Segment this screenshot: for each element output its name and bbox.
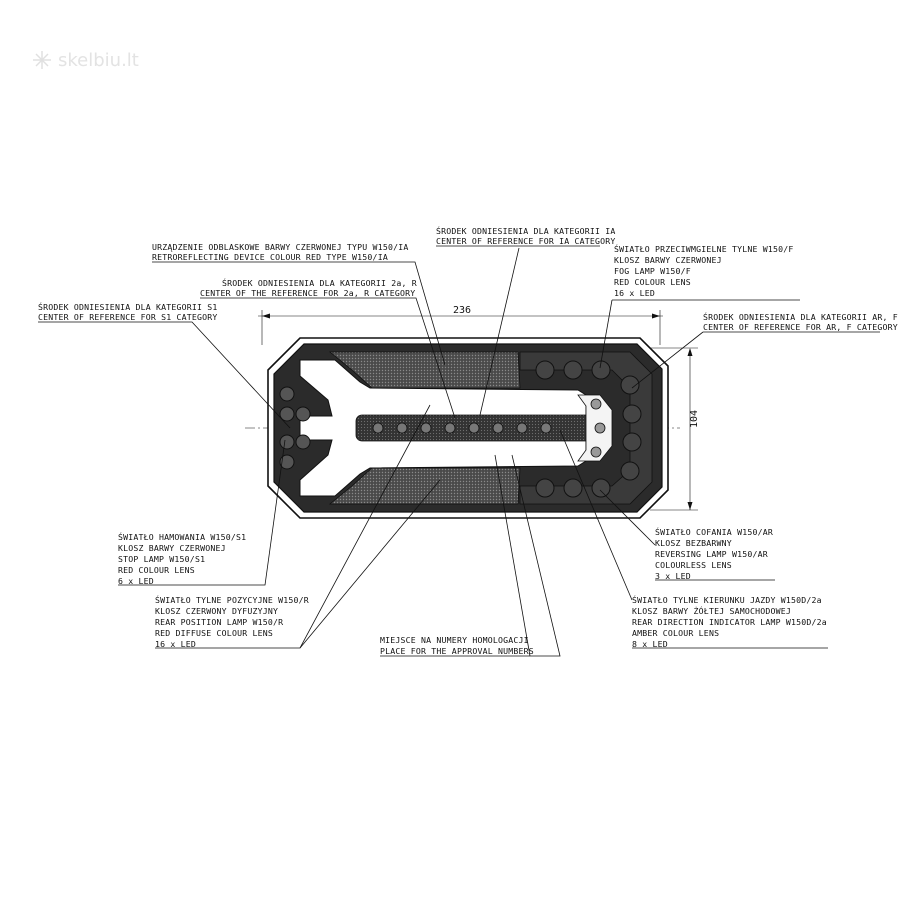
label-fog-lamp: ŚWIATŁO PRZECIWMGIELNE TYLNE W150/F KLOS… <box>614 243 794 298</box>
svg-text:STOP LAMP W150/S1: STOP LAMP W150/S1 <box>118 554 205 564</box>
svg-text:ŚWIATŁO PRZECIWMGIELNE TYLNE W: ŚWIATŁO PRZECIWMGIELNE TYLNE W150/F <box>614 243 794 254</box>
svg-text:KLOSZ BARWY CZERWONEJ: KLOSZ BARWY CZERWONEJ <box>614 255 722 265</box>
svg-text:URZĄDZENIE ODBLASKOWE BARWY CZ: URZĄDZENIE ODBLASKOWE BARWY CZERWONEJ TY… <box>152 242 408 252</box>
svg-text:MIEJSCE NA NUMERY HOMOLOGACJI: MIEJSCE NA NUMERY HOMOLOGACJI <box>380 635 529 645</box>
svg-text:AMBER COLOUR LENS: AMBER COLOUR LENS <box>632 628 719 638</box>
svg-text:16 x LED: 16 x LED <box>155 639 196 649</box>
svg-text:ŚWIATŁO HAMOWANIA W150/S1: ŚWIATŁO HAMOWANIA W150/S1 <box>118 531 246 542</box>
label-center-ar-f: ŚRODEK ODNIESIENIA DLA KATEGORII AR, F C… <box>703 311 898 332</box>
svg-text:REVERSING LAMP W150/AR: REVERSING LAMP W150/AR <box>655 549 768 559</box>
label-center-2a-r: ŚRODEK ODNIESIENIA DLA KATEGORII 2a, R C… <box>200 277 417 298</box>
snowflake-icon <box>33 51 51 69</box>
label-direction-indicator: ŚWIATŁO TYLNE KIERUNKU JAZDY W150D/2a KL… <box>632 594 827 649</box>
tip-leds <box>590 398 606 458</box>
width-dimension: 236 <box>258 305 663 345</box>
reversing-lamp-leds <box>535 478 611 498</box>
led <box>279 406 295 422</box>
svg-text:KLOSZ BARWY ŻÓŁTEJ SAMOCHODOWE: KLOSZ BARWY ŻÓŁTEJ SAMOCHODOWEJ <box>632 605 791 616</box>
svg-text:6 x LED: 6 x LED <box>118 576 154 586</box>
led <box>295 434 311 450</box>
fog-reverse-area <box>519 351 653 505</box>
svg-text:REAR DIRECTION INDICATOR LAMP: REAR DIRECTION INDICATOR LAMP W150D/2a <box>632 617 827 627</box>
svg-text:3 x LED: 3 x LED <box>655 571 691 581</box>
svg-text:FOG LAMP W150/F: FOG LAMP W150/F <box>614 266 691 276</box>
svg-text:CENTER OF THE REFERENCE FOR 2a: CENTER OF THE REFERENCE FOR 2a, R CATEGO… <box>200 288 415 298</box>
label-approval-numbers: MIEJSCE NA NUMERY HOMOLOGACJI PLACE FOR … <box>380 635 534 656</box>
svg-text:ŚWIATŁO TYLNE POZYCYJNE W150/R: ŚWIATŁO TYLNE POZYCYJNE W150/R <box>155 594 309 605</box>
fog-lamp-leds <box>535 360 642 481</box>
label-center-ia: ŚRODEK ODNIESIENIA DLA KATEGORII IA CENT… <box>436 225 616 246</box>
position-lamp-lower-area <box>328 467 521 505</box>
svg-text:ŚRODEK ODNIESIENIA DLA KATEGOR: ŚRODEK ODNIESIENIA DLA KATEGORII S1 <box>38 301 218 312</box>
label-retroreflector: URZĄDZENIE ODBLASKOWE BARWY CZERWONEJ TY… <box>152 242 408 262</box>
lamp-body <box>267 337 669 519</box>
watermark: skelbiu.lt <box>33 50 139 71</box>
svg-text:KLOSZ BEZBARWNY: KLOSZ BEZBARWNY <box>655 538 732 548</box>
svg-text:ŚWIATŁO COFANIA W150/AR: ŚWIATŁO COFANIA W150/AR <box>655 526 773 537</box>
svg-text:RETROREFLECTING DEVICE COLOUR: RETROREFLECTING DEVICE COLOUR RED TYPE W… <box>152 252 388 262</box>
indicator-strip <box>355 414 607 442</box>
label-position-lamp: ŚWIATŁO TYLNE POZYCYJNE W150/R KLOSZ CZE… <box>155 594 309 649</box>
svg-text:ŚWIATŁO TYLNE KIERUNKU JAZDY W: ŚWIATŁO TYLNE KIERUNKU JAZDY W150D/2a <box>632 594 822 605</box>
indicator-leds <box>372 422 552 434</box>
label-stop-lamp: ŚWIATŁO HAMOWANIA W150/S1 KLOSZ BARWY CZ… <box>118 531 246 586</box>
stop-lamp-leds <box>279 386 311 470</box>
label-center-s1: ŚRODEK ODNIESIENIA DLA KATEGORII S1 CENT… <box>38 301 218 322</box>
svg-text:8 x LED: 8 x LED <box>632 639 668 649</box>
led <box>279 386 295 402</box>
led <box>279 454 295 470</box>
svg-text:COLOURLESS LENS: COLOURLESS LENS <box>655 560 732 570</box>
label-reversing-lamp: ŚWIATŁO COFANIA W150/AR KLOSZ BEZBARWNY … <box>655 526 773 581</box>
watermark-text: skelbiu.lt <box>58 50 139 71</box>
svg-text:CENTER OF REFERENCE FOR IA CAT: CENTER OF REFERENCE FOR IA CATEGORY <box>436 236 616 246</box>
svg-text:CENTER OF REFERENCE FOR AR, F: CENTER OF REFERENCE FOR AR, F CATEGORY <box>703 322 898 332</box>
led <box>279 434 295 450</box>
svg-text:ŚRODEK ODNIESIENIA DLA KATEGOR: ŚRODEK ODNIESIENIA DLA KATEGORII 2a, R <box>222 277 417 288</box>
svg-text:RED COLOUR LENS: RED COLOUR LENS <box>118 565 195 575</box>
position-lamp-upper-area <box>328 351 521 389</box>
width-value: 236 <box>453 305 471 316</box>
svg-text:ŚRODEK ODNIESIENIA DLA KATEGOR: ŚRODEK ODNIESIENIA DLA KATEGORII AR, F <box>703 311 898 322</box>
led <box>295 406 311 422</box>
height-dimension: 104 <box>650 347 700 511</box>
svg-text:CENTER OF REFERENCE FOR S1 CAT: CENTER OF REFERENCE FOR S1 CATEGORY <box>38 312 218 322</box>
height-value: 104 <box>689 410 700 428</box>
svg-text:16 x LED: 16 x LED <box>614 288 655 298</box>
svg-text:ŚRODEK ODNIESIENIA DLA KATEGOR: ŚRODEK ODNIESIENIA DLA KATEGORII IA <box>436 225 616 236</box>
svg-text:KLOSZ BARWY CZERWONEJ: KLOSZ BARWY CZERWONEJ <box>118 543 226 553</box>
svg-text:RED DIFFUSE COLOUR LENS: RED DIFFUSE COLOUR LENS <box>155 628 273 638</box>
leader-lines <box>38 245 880 657</box>
svg-text:PLACE FOR THE APPROVAL NUMBERS: PLACE FOR THE APPROVAL NUMBERS <box>380 646 534 656</box>
svg-text:KLOSZ CZERWONY DYFUZYJNY: KLOSZ CZERWONY DYFUZYJNY <box>155 606 278 616</box>
svg-text:RED COLOUR LENS: RED COLOUR LENS <box>614 277 691 287</box>
svg-text:REAR POSITION LAMP W150/R: REAR POSITION LAMP W150/R <box>155 617 283 627</box>
